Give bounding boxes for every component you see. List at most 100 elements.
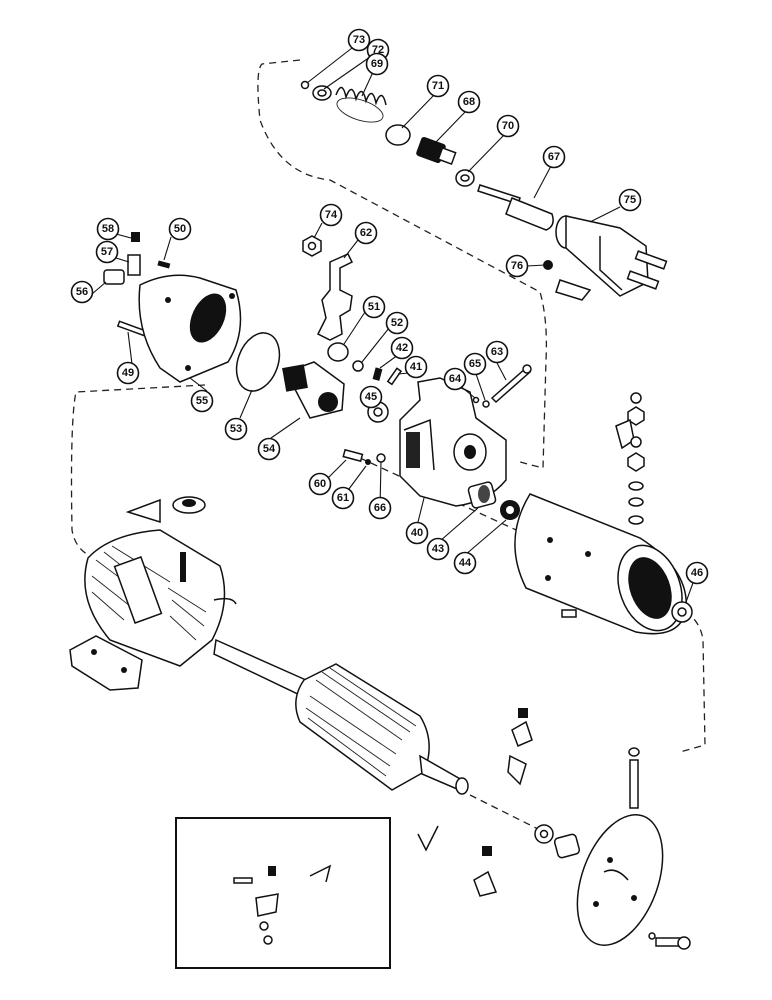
bushing-43	[467, 481, 497, 509]
callout-71: 71	[426, 74, 450, 98]
leader-lines	[91, 47, 698, 603]
callout-73-label: 73	[353, 34, 365, 46]
callout-68-label: 68	[463, 96, 475, 108]
callout-69-label: 69	[371, 58, 383, 70]
nut-74	[302, 235, 322, 257]
terminal-screw-lower	[473, 846, 498, 897]
callout-70-label: 70	[502, 120, 514, 132]
callout-75: 75	[618, 188, 642, 212]
callout-67: 67	[542, 145, 566, 169]
spring-69	[335, 86, 387, 123]
housing-group-boundary	[70, 384, 206, 557]
commutator-end-frame	[576, 814, 664, 946]
callout-66: 66	[368, 496, 392, 520]
washer-44	[500, 500, 520, 520]
callout-60-label: 60	[314, 478, 326, 490]
callout-44: 44	[453, 551, 477, 575]
callout-42: 42	[390, 336, 414, 360]
callout-75-label: 75	[624, 194, 636, 206]
spring-42	[372, 367, 383, 381]
plug-58	[131, 232, 140, 242]
pole-shoe	[69, 635, 143, 691]
callout-64: 64	[443, 367, 467, 391]
callout-43: 43	[426, 537, 450, 561]
callout-65: 65	[463, 352, 487, 376]
callout-69: 69	[365, 52, 389, 76]
callout-40: 40	[405, 521, 429, 545]
wick-57	[127, 254, 141, 276]
callout-53: 53	[224, 417, 248, 441]
callout-57: 57	[95, 240, 119, 264]
callout-70: 70	[496, 114, 520, 138]
callout-62: 62	[354, 221, 378, 245]
solenoid-group-boundary	[257, 59, 548, 469]
armature	[213, 638, 469, 795]
callout-56-label: 56	[76, 286, 88, 298]
callout-50: 50	[168, 217, 192, 241]
solenoid-75	[555, 215, 668, 301]
shaft-axis-line	[469, 794, 541, 831]
callout-51-label: 51	[368, 301, 380, 313]
callout-60: 60	[308, 472, 332, 496]
ring-71	[385, 124, 411, 146]
callout-76-label: 76	[511, 260, 523, 272]
callout-52: 52	[385, 311, 409, 335]
callout-58: 58	[96, 217, 120, 241]
callout-42-label: 42	[396, 342, 408, 354]
end-frame-bolt	[648, 932, 691, 950]
thrust-washer	[534, 824, 554, 844]
callout-74-label: 74	[325, 209, 338, 221]
screw-50	[157, 260, 171, 269]
callout-45-label: 45	[365, 391, 377, 403]
callout-71-label: 71	[432, 80, 444, 92]
washer-46	[671, 601, 693, 623]
inset-box	[175, 817, 391, 969]
callout-65-label: 65	[469, 358, 481, 370]
gasket-53	[235, 332, 281, 392]
callout-51: 51	[362, 295, 386, 319]
callout-49-label: 49	[122, 367, 134, 379]
callout-68: 68	[457, 90, 481, 114]
callout-63-label: 63	[491, 346, 503, 358]
drive-housing-55	[138, 274, 242, 383]
ring-64	[472, 396, 480, 404]
washer-72	[312, 85, 332, 101]
drive-pinion-54	[282, 361, 345, 419]
plunger-rod-67	[477, 184, 554, 231]
callout-43-label: 43	[432, 543, 444, 555]
callout-57-label: 57	[101, 246, 113, 258]
pivot-pin-63	[490, 364, 532, 404]
callout-54-label: 54	[263, 443, 276, 455]
ring-66	[376, 453, 386, 463]
plunger-68	[416, 137, 457, 165]
triangle-symbol	[125, 498, 161, 524]
callout-52-label: 52	[391, 317, 403, 329]
callout-74: 74	[319, 203, 343, 227]
callout-46-label: 46	[691, 567, 703, 579]
field-frame-46	[514, 493, 688, 635]
field-coil-assembly	[84, 529, 237, 667]
callout-58-label: 58	[102, 223, 114, 235]
callout-54: 54	[257, 437, 281, 461]
pin-41	[386, 367, 403, 386]
callout-44-label: 44	[459, 557, 472, 569]
callout-53-label: 53	[230, 423, 242, 435]
terminal-screw-upper	[507, 708, 533, 786]
callout-67-label: 67	[548, 151, 560, 163]
brush-spring	[417, 825, 439, 852]
bushing-51	[327, 342, 349, 362]
callout-49: 49	[116, 361, 140, 385]
callout-50-label: 50	[174, 223, 186, 235]
through-bolt	[628, 747, 640, 809]
ring-52	[352, 360, 364, 372]
callout-61-label: 61	[337, 492, 349, 504]
callout-55-label: 55	[196, 395, 208, 407]
retaining-ring-73	[300, 80, 310, 90]
callout-73: 73	[347, 28, 371, 52]
terminal-post-top	[172, 496, 206, 514]
terminal-hardware-stack	[615, 392, 645, 525]
callout-76: 76	[505, 254, 529, 278]
washer-70	[455, 169, 475, 187]
callout-45: 45	[359, 385, 383, 409]
